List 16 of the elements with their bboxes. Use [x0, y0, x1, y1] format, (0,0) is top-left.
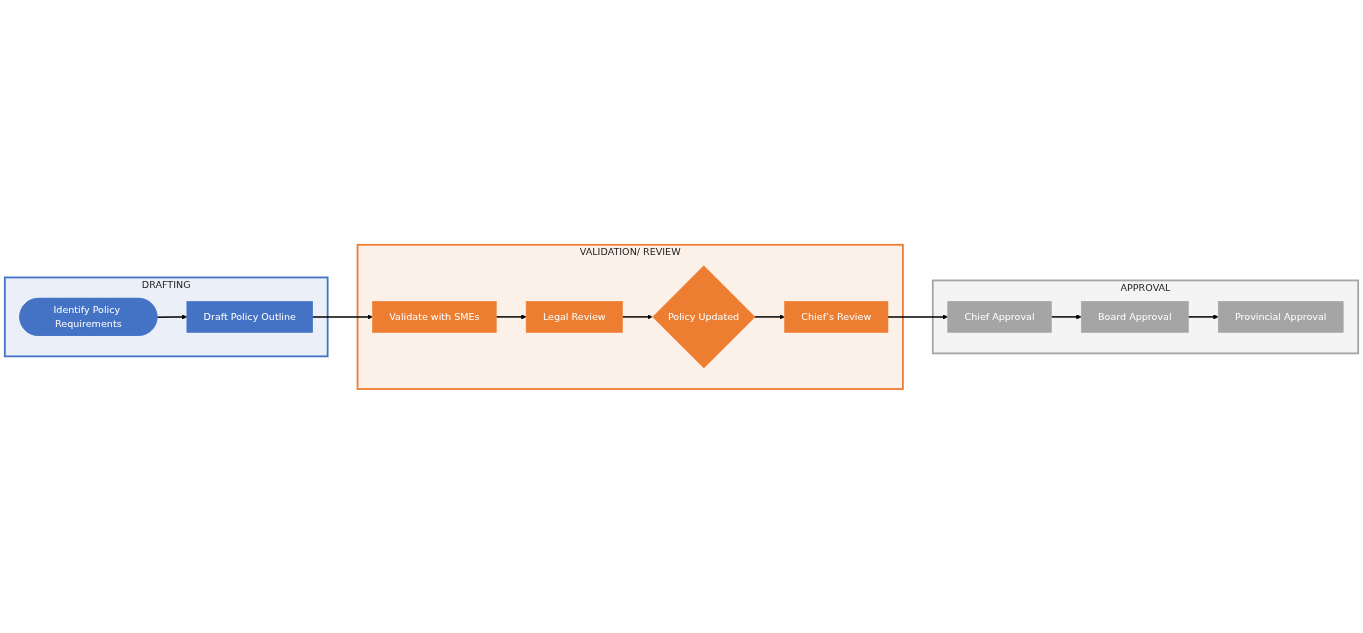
node-box: Chief Approval [947, 300, 1052, 333]
node-box: Validate with SMEs [372, 300, 497, 333]
arrow [887, 313, 948, 320]
node-box: Legal Review [525, 300, 623, 333]
node-box: Board Approval [1080, 300, 1189, 333]
arrow [495, 313, 527, 320]
node-box: Draft Policy Outline [186, 300, 313, 333]
node-box: Provincial Approval [1217, 300, 1344, 333]
arrow [1050, 313, 1082, 320]
arrow [311, 313, 373, 320]
arrow [753, 313, 785, 320]
arrow [156, 313, 188, 320]
node-diamond: Policy Updated [652, 265, 756, 368]
node-box: Chief’s Review [784, 300, 889, 333]
arrow [1187, 313, 1219, 320]
arrow [621, 313, 653, 320]
